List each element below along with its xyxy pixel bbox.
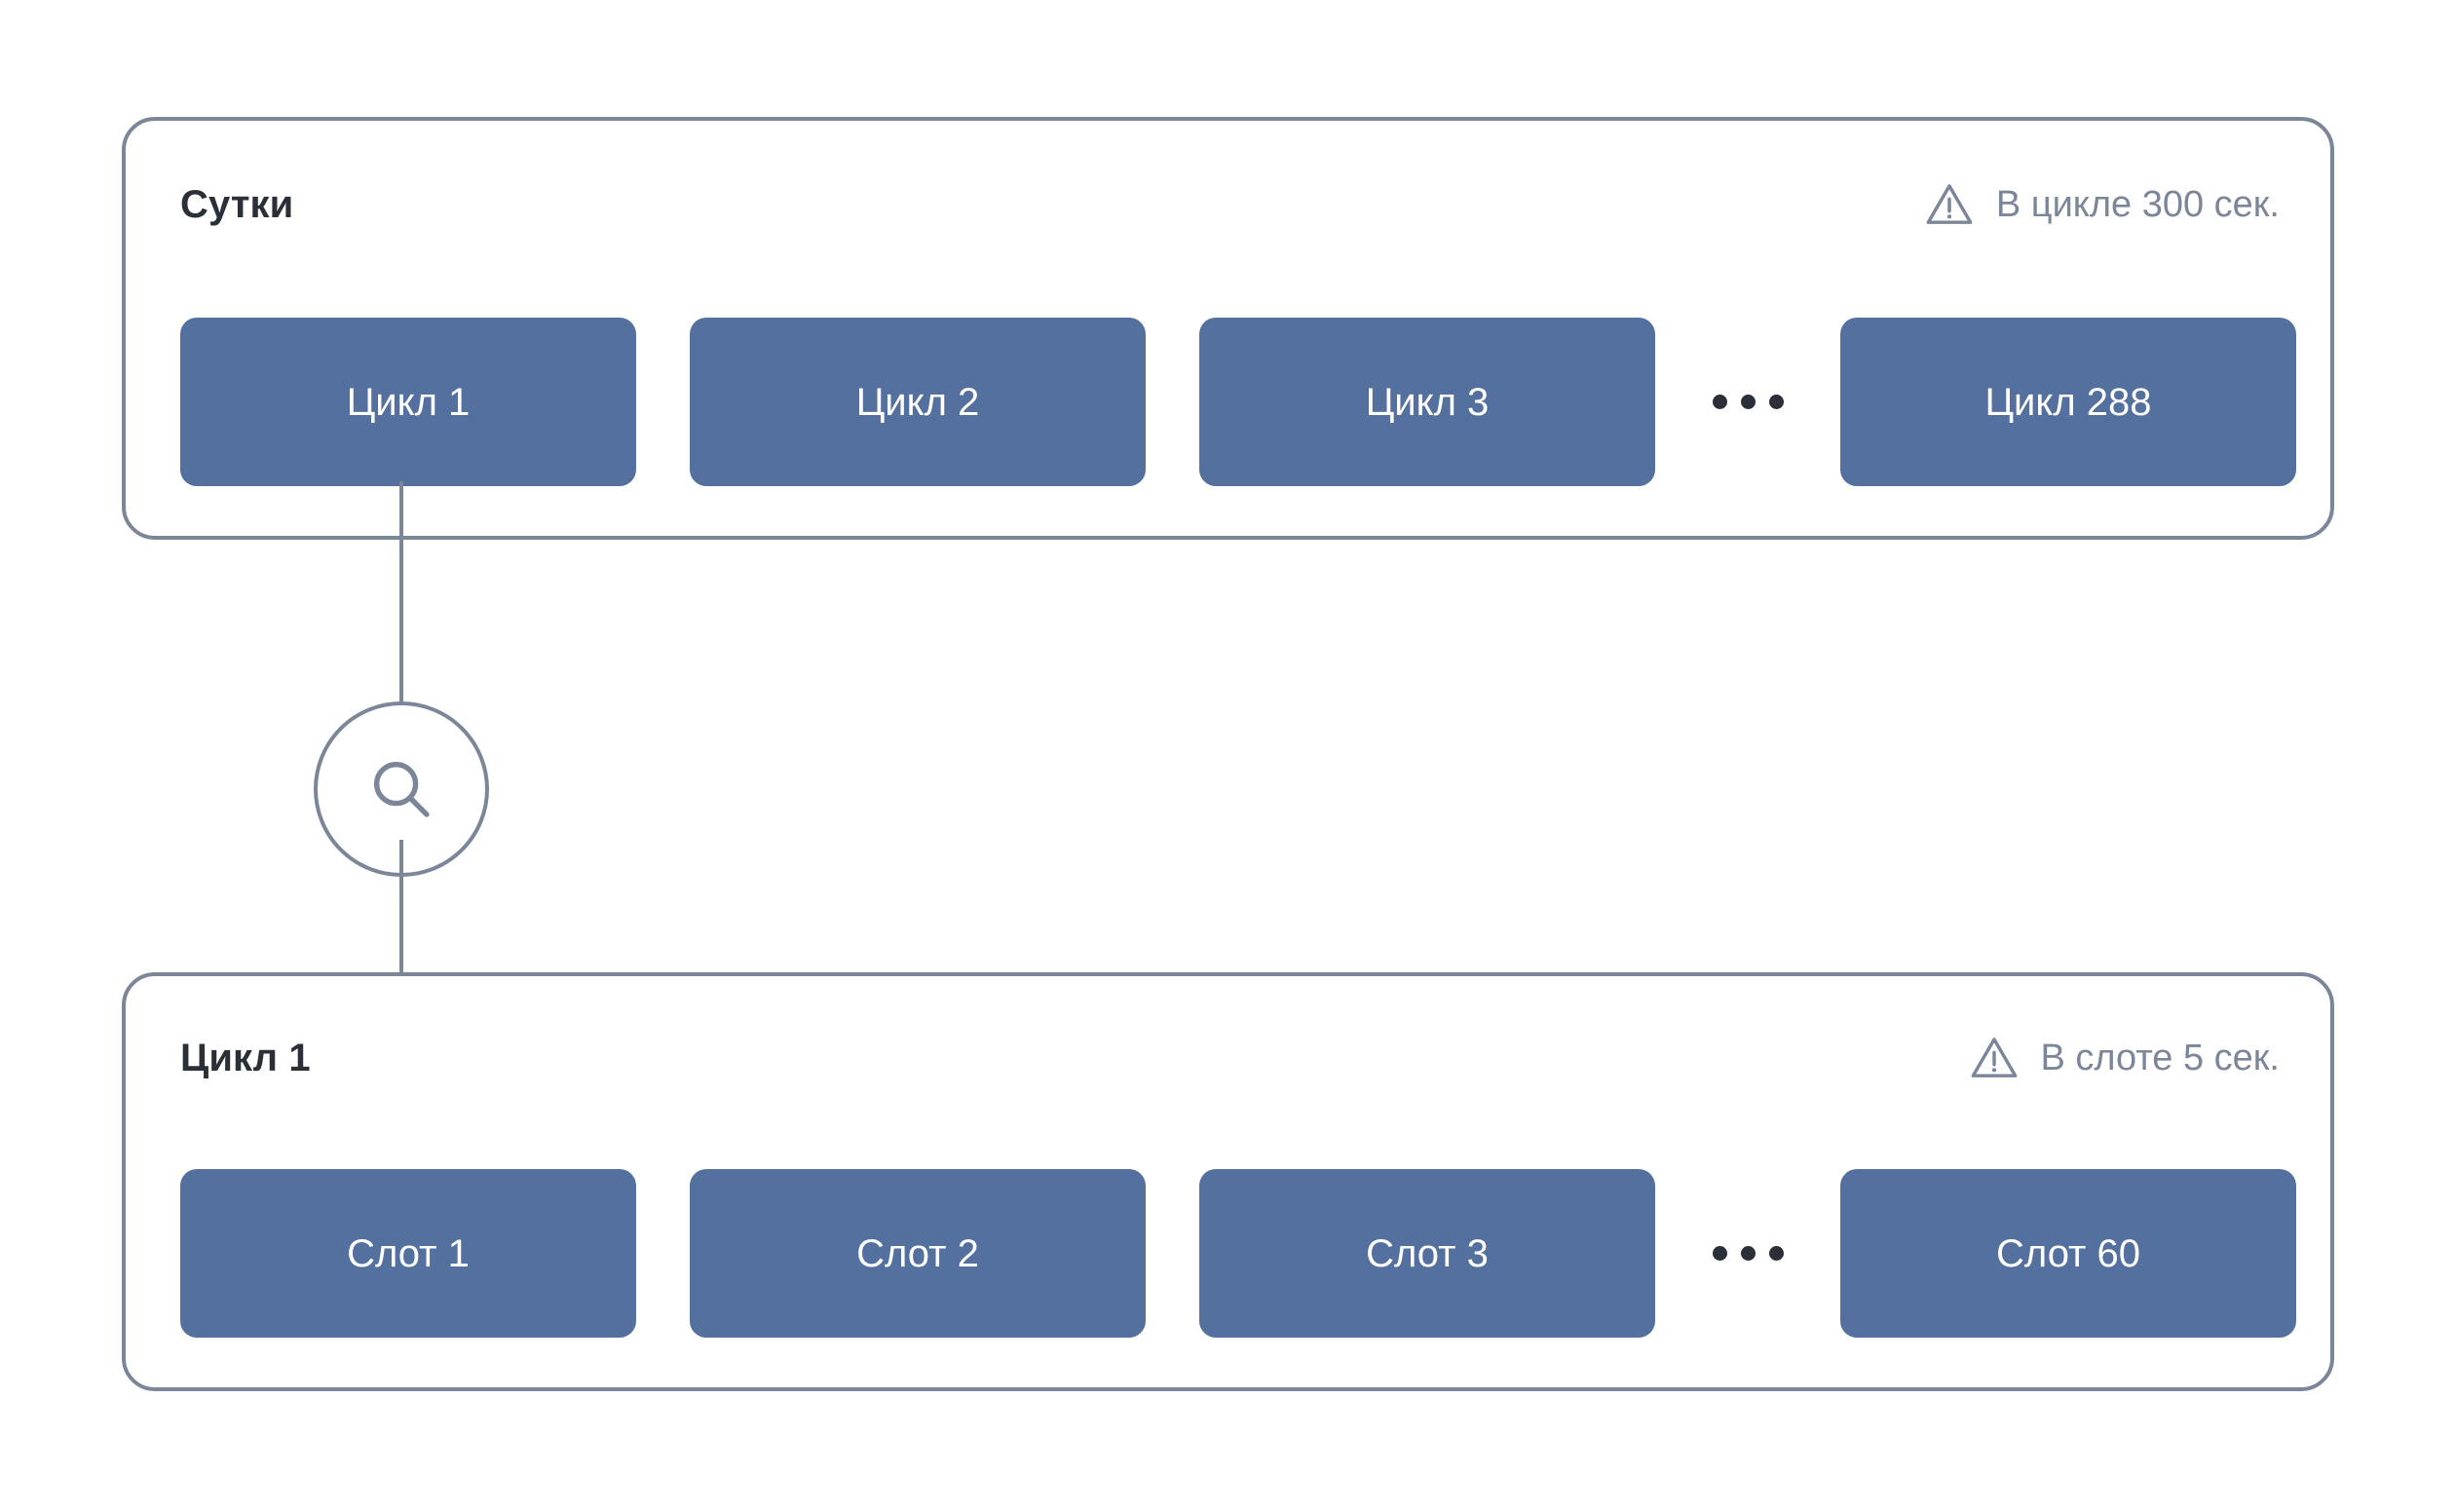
panel-day-note-text: В цикле 300 сек.	[1995, 184, 2280, 225]
ellipsis-dot	[1768, 1246, 1784, 1261]
connector-zoom-node[interactable]	[314, 701, 489, 877]
cycle-ellipsis	[1709, 395, 1787, 409]
ellipsis-dot	[1712, 395, 1727, 409]
warning-triangle-icon	[1971, 1038, 2017, 1077]
search-icon	[373, 761, 430, 817]
ellipsis-dot	[1768, 395, 1784, 409]
slot-chip-2[interactable]: Слот 2	[690, 1169, 1146, 1338]
slot-chip-3[interactable]: Слот 3	[1199, 1169, 1655, 1338]
slot-chip-1[interactable]: Слот 1	[180, 1169, 636, 1338]
connector-line-lower	[399, 840, 403, 976]
cycle-chip-1[interactable]: Цикл 1	[180, 318, 636, 486]
cycle-chip-2[interactable]: Цикл 2	[690, 318, 1146, 486]
panel-cycle-note-text: В слоте 5 сек.	[2040, 1038, 2280, 1078]
ellipsis-dot	[1740, 395, 1756, 409]
cycle-chip-3[interactable]: Цикл 3	[1199, 318, 1655, 486]
panel-cycle-items: Слот 1 Слот 2 Слот 3 Слот 60	[180, 1169, 2296, 1338]
panel-day-header: Сутки В цикле 300 сек.	[180, 177, 2280, 232]
panel-cycle-title: Цикл 1	[180, 1037, 311, 1079]
slot-ellipsis	[1709, 1246, 1787, 1261]
warning-triangle-icon	[1926, 184, 1973, 224]
panel-cycle-note: В слоте 5 сек.	[1969, 1033, 2280, 1083]
ellipsis-dot	[1712, 1246, 1727, 1261]
panel-day-items: Цикл 1 Цикл 2 Цикл 3 Цикл 288	[180, 318, 2296, 486]
panel-cycle: Цикл 1 В слоте 5 сек. Слот 1 Слот 2 Слот…	[122, 972, 2334, 1391]
ellipsis-dot	[1740, 1246, 1756, 1261]
slot-chip-60[interactable]: Слот 60	[1840, 1169, 2296, 1338]
cycle-chip-288[interactable]: Цикл 288	[1840, 318, 2296, 486]
panel-day-title: Сутки	[180, 183, 294, 226]
panel-day-note: В цикле 300 сек.	[1924, 179, 2280, 230]
panel-day: Сутки В цикле 300 сек. Цикл 1 Цикл 2 Цик…	[122, 117, 2334, 540]
panel-cycle-header: Цикл 1 В слоте 5 сек.	[180, 1031, 2280, 1085]
